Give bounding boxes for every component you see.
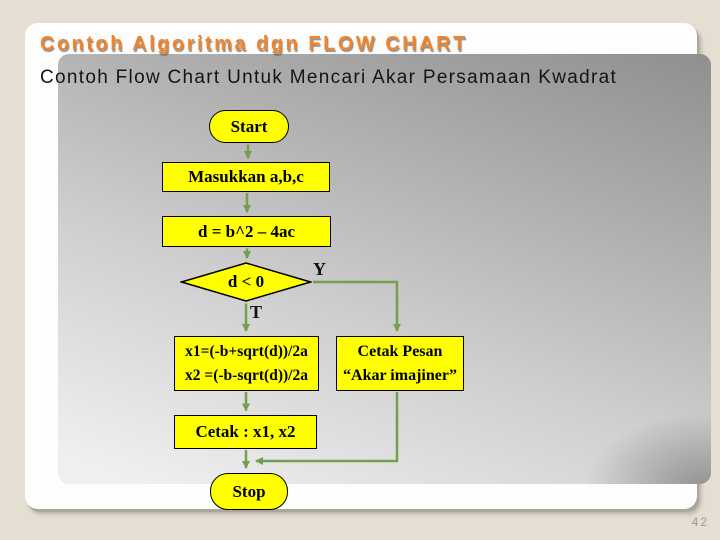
flowchart-node-start: Start bbox=[209, 110, 289, 143]
flowchart-node-input: Masukkan a,b,c bbox=[162, 162, 330, 192]
flowchart-node-process: d = b^2 – 4ac bbox=[162, 216, 331, 247]
node-label: Cetak : x1, x2 bbox=[195, 422, 296, 441]
node-label-line2: “Akar imajiner” bbox=[343, 366, 457, 384]
decision-diamond-shape bbox=[180, 262, 312, 302]
node-label-line1: x1=(-b+sqrt(d))/2a bbox=[185, 342, 308, 360]
slide-body-panel bbox=[58, 54, 711, 484]
flowchart-node-stop: Stop bbox=[210, 473, 288, 510]
node-label-line2: x2 =(-b-sqrt(d))/2a bbox=[185, 366, 308, 384]
flowchart-node-message: Cetak Pesan “Akar imajiner” bbox=[336, 336, 464, 391]
slide-subtitle: Contoh Flow Chart Untuk Mencari Akar Per… bbox=[40, 67, 618, 88]
slide-frame: 42 bbox=[25, 23, 711, 529]
node-label: Start bbox=[230, 116, 268, 136]
slide-page-number: 42 bbox=[691, 515, 709, 529]
node-label: d < 0 bbox=[227, 272, 265, 291]
node-label: Masukkan a,b,c bbox=[188, 167, 304, 186]
node-label-line1: Cetak Pesan bbox=[357, 342, 443, 360]
decision-branch-label-no: T bbox=[250, 302, 263, 322]
flowchart-node-roots: x1=(-b+sqrt(d))/2a x2 =(-b-sqrt(d))/2a bbox=[174, 336, 319, 391]
node-label: d = b^2 – 4ac bbox=[197, 221, 296, 241]
slide-title: Contoh Algoritma dgn FLOW CHART bbox=[40, 33, 468, 55]
flowchart-node-output: Cetak : x1, x2 bbox=[174, 415, 317, 449]
node-label: Stop bbox=[232, 481, 266, 501]
flowchart-node-decision: d < 0 bbox=[180, 262, 312, 302]
decision-branch-label-yes: Y bbox=[313, 259, 326, 279]
